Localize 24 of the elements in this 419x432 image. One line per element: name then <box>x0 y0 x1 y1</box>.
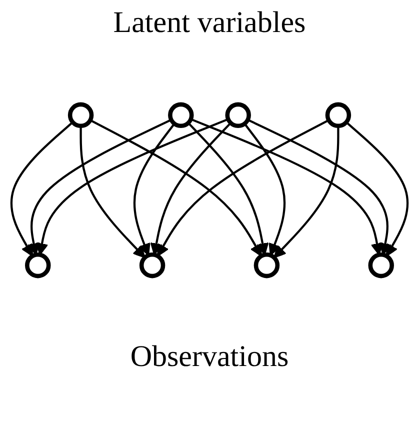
arrow <box>190 118 384 256</box>
arrow <box>247 118 392 256</box>
arrow <box>274 126 340 258</box>
arrow <box>80 126 146 258</box>
node-circle <box>325 102 352 128</box>
caption: Observations <box>130 340 289 373</box>
node-circle <box>139 252 166 278</box>
arrow <box>244 122 286 256</box>
node-circle <box>225 102 251 128</box>
arrow <box>90 118 262 256</box>
arrow <box>188 122 269 256</box>
node-circle <box>168 102 194 128</box>
arrow <box>150 122 232 256</box>
node-circle <box>68 102 94 128</box>
node-circle <box>254 252 280 278</box>
arrow <box>36 118 229 256</box>
title: Latent variables <box>113 6 306 39</box>
arrow <box>346 121 409 256</box>
node-circle <box>368 252 394 278</box>
arrow <box>10 121 74 256</box>
node-circle <box>25 252 51 278</box>
arrow <box>157 118 330 256</box>
arrow <box>28 118 172 256</box>
arrow <box>133 122 176 256</box>
